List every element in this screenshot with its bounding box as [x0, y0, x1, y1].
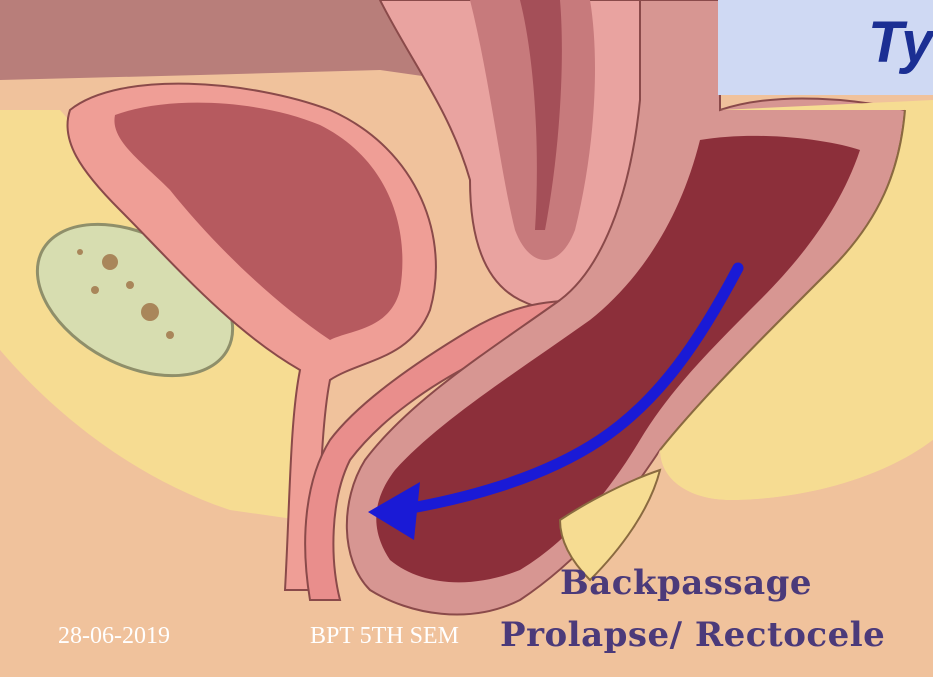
slide-title: Ty [868, 14, 933, 72]
footer-date: 28-06-2019 [58, 624, 170, 648]
footer-course: BPT 5TH SEM [310, 624, 459, 648]
prolapse-rectocele-label: Prolapse/ Rectocele [500, 618, 885, 652]
backpassage-label: Backpassage [560, 566, 812, 600]
